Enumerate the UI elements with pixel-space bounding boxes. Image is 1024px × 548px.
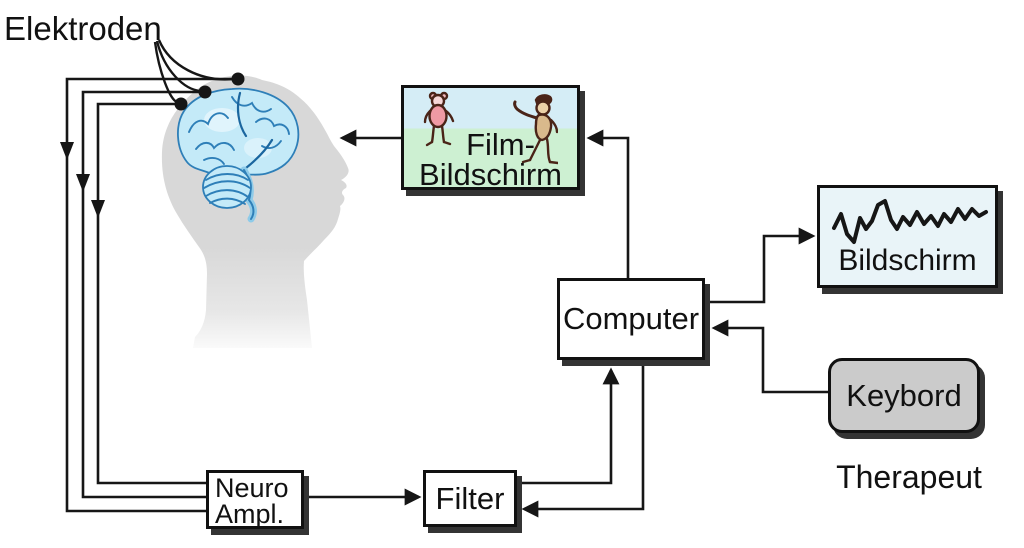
stick-figure-right-icon	[513, 94, 558, 165]
stick-figure-left-icon	[423, 91, 455, 147]
film-screen-label-line1: Film-	[466, 127, 535, 162]
film-screen-label-line2: Bildschirm	[419, 157, 562, 192]
brain-illustration	[177, 87, 300, 223]
wire-electrode-2	[81, 90, 207, 499]
electrodes-label: Elektroden	[4, 10, 162, 47]
node-keyboard: Keybord	[828, 358, 980, 433]
computer-label: Computer	[562, 301, 700, 336]
therapist-label: Therapeut	[836, 459, 982, 495]
wire-electrode-3	[96, 102, 207, 485]
wire-down-arrowheads	[60, 142, 105, 218]
keyboard-label: Keybord	[846, 377, 962, 413]
node-neuro-amplifier: Neuro Ampl.	[206, 470, 304, 529]
film-screen-label: Film- Bildschirm	[404, 129, 577, 192]
wire-electrode-1	[65, 77, 238, 513]
node-filter: Filter	[423, 470, 517, 527]
edge-computer-to-filter	[521, 362, 645, 518]
edge-computer-to-filmscreen	[586, 129, 630, 278]
neuro-amplifier-label-line2: Ampl.	[215, 499, 285, 529]
node-computer: Computer	[557, 278, 705, 360]
node-eeg-screen: Bildschirm	[817, 185, 998, 288]
edge-filter-to-computer	[518, 367, 620, 485]
filter-label: Filter	[435, 480, 505, 516]
edge-keyboard-to-computer	[711, 319, 828, 394]
eeg-waveform-icon	[832, 199, 988, 244]
eeg-screen-label: Bildschirm	[838, 244, 977, 277]
node-film-screen: Film- Bildschirm	[401, 85, 580, 190]
edge-computer-to-screen	[705, 227, 816, 304]
neuro-amplifier-label-line1: Neuro	[215, 473, 289, 503]
